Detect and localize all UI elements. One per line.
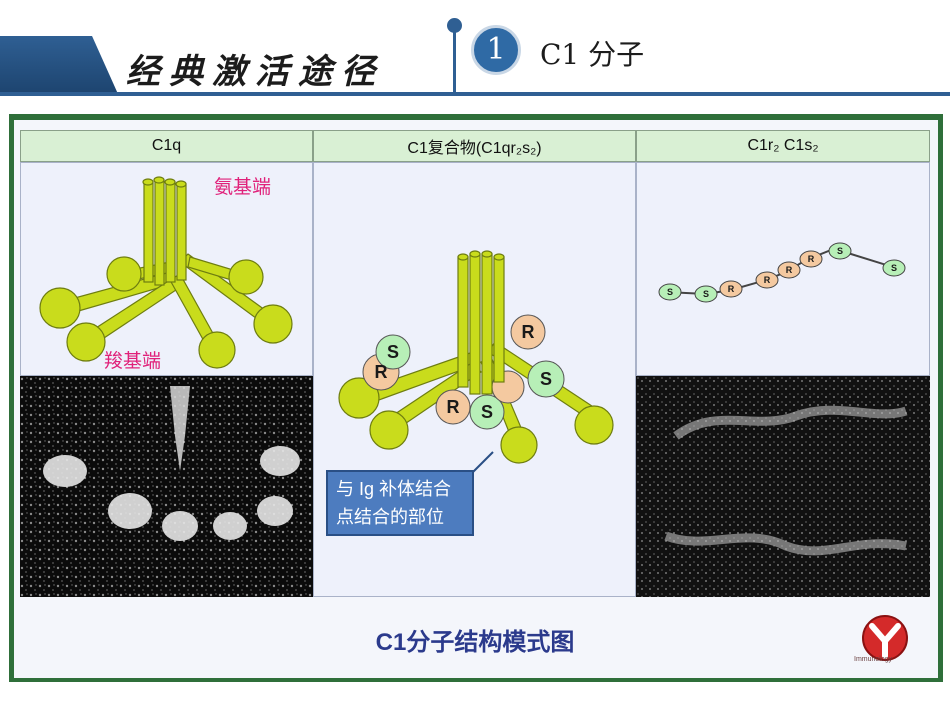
- subunit-s-label-2: S: [481, 402, 493, 422]
- chain-r-label-1: R: [728, 284, 735, 294]
- chain-s-label-1: S: [667, 287, 673, 297]
- em-micrograph-c1r-c1s: [636, 376, 930, 597]
- figure-caption: C1分子结构模式图: [375, 629, 575, 656]
- column-header-c1-complex: C1复合物(C1qr₂s₂): [313, 130, 636, 162]
- callout-line-2: 点结合的部位: [336, 507, 444, 527]
- em-texture-c1q: [20, 376, 313, 597]
- logo-text: Immunology: [854, 656, 893, 663]
- chain-s-label-2: S: [703, 289, 709, 299]
- column-header-c1q: C1q: [20, 130, 313, 162]
- em-texture-c1r-c1s: [636, 376, 930, 597]
- chain-r-label-2: R: [764, 275, 771, 285]
- divider-line: [453, 28, 456, 92]
- subunit-s-label-3: S: [540, 369, 552, 389]
- label-carboxyl-end: 羧基端: [104, 351, 162, 372]
- subunit-r-label-3: R: [522, 322, 535, 342]
- label-amino-end: 氨基端: [214, 177, 272, 198]
- subunit-s-label-1: S: [387, 342, 399, 362]
- c1q-diagram: [39, 176, 293, 369]
- column-header-c1r-c1s: C1r₂ C1s₂: [636, 130, 930, 162]
- c1r-c1s-chain-diagram: S S R R R R S S: [658, 242, 906, 303]
- section-title: C1 分子: [540, 38, 645, 71]
- header-banner: [0, 36, 118, 94]
- chain-r-label-3: R: [786, 265, 793, 275]
- immunology-logo-icon: [862, 615, 908, 661]
- em-micrograph-c1q: [20, 376, 313, 597]
- callout-line-1: 与 Ig 补体结合: [336, 479, 452, 499]
- subunit-r-label-1: R: [375, 362, 388, 382]
- section-number-badge: 1: [471, 25, 521, 75]
- subunit-r-label-2: R: [447, 397, 460, 417]
- c1-complex-diagram: R S R S R S: [338, 250, 614, 473]
- slide-title: 经典激活途径: [126, 52, 384, 92]
- chain-s-label-3: S: [837, 246, 843, 256]
- callout-binding-site: 与 Ig 补体结合 点结合的部位: [326, 470, 474, 536]
- chain-r-label-4: R: [808, 254, 815, 264]
- header-rule: [0, 92, 950, 96]
- divider-dot: [447, 18, 462, 33]
- chain-s-label-4: S: [891, 263, 897, 273]
